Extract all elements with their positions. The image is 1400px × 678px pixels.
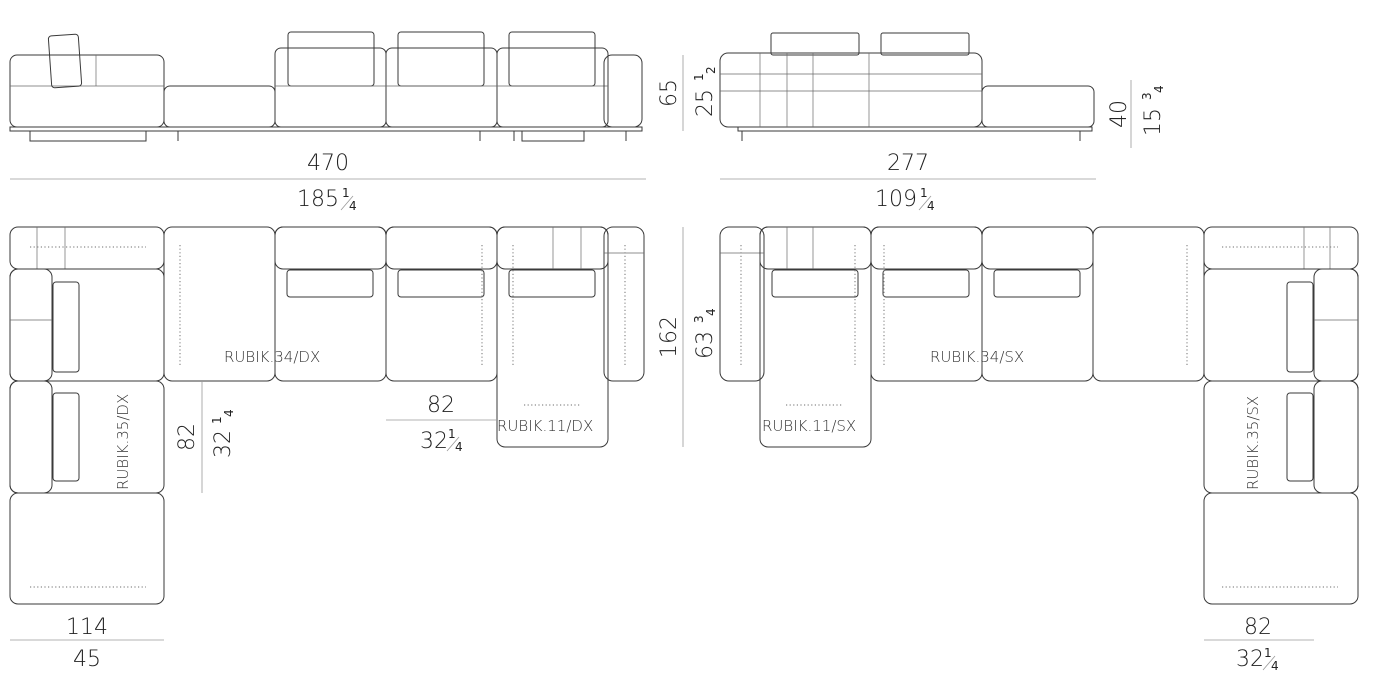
front-width-in-num: 1 [342,186,350,200]
module-width-in-den: 4 [455,440,463,454]
bottom-right-cm: 82 [1244,615,1272,640]
front-height-in: 25 [693,89,718,117]
plan-bottom-left-dimension: 114 45 [10,615,164,672]
plan-left: RUBIK.34/DX RUBIK.35/DX RUBIK.11/DX [9,226,645,605]
bottom-right-in-den: 4 [1271,659,1279,673]
label-rubik-11-dx: RUBIK.11/DX [497,417,593,435]
plan-module-depth-dimension: 82 32 1 4 [175,381,236,493]
plan-depth-in-den: 4 [704,308,718,316]
bottom-left-in: 45 [73,647,101,672]
plan-bottom-right-dimension: 82 32 1 4 [1204,615,1314,673]
side-width-in-den: 4 [927,199,935,213]
label-rubik-35-dx: RUBIK.35/DX [114,394,132,490]
plan-depth-in-num: 3 [692,315,706,323]
side-width-in: 109 [875,187,917,212]
plan-depth-cm: 162 [657,316,682,358]
side-width-cm: 277 [887,151,929,176]
front-width-in: 185 [297,187,339,212]
label-rubik-34-sx: RUBIK.34/SX [930,348,1024,366]
front-height-cm: 65 [657,79,682,107]
side-width-dimension: 277 109 1 4 [720,151,1096,213]
front-width-dimension: 470 185 1 4 [10,151,646,213]
label-rubik-35-sx: RUBIK.35/SX [1244,396,1262,490]
side-width-in-num: 1 [920,186,928,200]
side-height-cm: 40 [1107,100,1132,128]
bottom-right-in-num: 1 [1264,646,1272,660]
module-width-cm: 82 [427,393,455,418]
label-rubik-34-dx: RUBIK.34/DX [224,348,320,366]
front-width-in-den: 4 [349,199,357,213]
plan-right: RUBIK.34/SX RUBIK.11/SX RUBIK.35/SX [719,226,1359,605]
plan-module-width-dimension: 82 32 1 4 [386,393,497,454]
bottom-left-cm: 114 [66,615,108,640]
plan-depth-in: 63 [693,331,718,359]
side-height-dimension: 40 15 3 4 [1107,80,1166,148]
module-depth-cm: 82 [175,423,200,451]
module-width-in: 32 [420,429,448,454]
module-depth-in: 32 [211,430,236,458]
module-depth-in-num: 1 [210,416,224,424]
bottom-right-in: 32 [1236,647,1264,672]
plan-depth-dimension: 162 63 3 4 [657,227,718,447]
module-width-in-num: 1 [448,427,456,441]
front-height-dimension: 65 25 1 2 [657,55,718,131]
module-depth-in-den: 4 [222,409,236,417]
label-rubik-11-sx: RUBIK.11/SX [762,417,856,435]
side-height-in-den: 4 [1152,85,1166,93]
side-height-in: 15 [1141,108,1166,136]
side-height-in-num: 3 [1140,92,1154,100]
side-elevation [719,32,1095,141]
front-width-cm: 470 [307,151,349,176]
front-height-in-num: 1 [692,73,706,81]
front-elevation [9,31,643,142]
front-height-in-den: 2 [704,66,718,74]
